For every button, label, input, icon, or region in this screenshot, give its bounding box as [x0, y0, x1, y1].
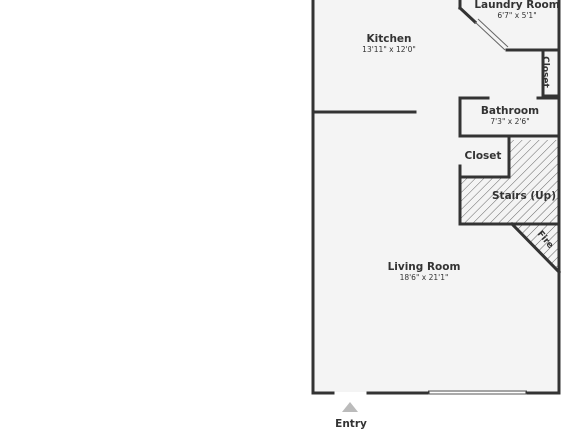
fire-wall-diagonal — [509, 221, 562, 275]
kitchen-dims: 13'11" x 12'0" — [362, 45, 416, 54]
living-room-dims: 18'6" x 21'1" — [399, 273, 449, 282]
living-room-name: Living Room — [387, 261, 461, 273]
living-room-label: Living Room 18'6" x 21'1" — [388, 261, 461, 282]
laundry-room-label: Laundry Room 6'7" x 5'1" — [474, 0, 559, 20]
laundry-room-dims: 6'7" x 5'1" — [497, 11, 537, 20]
laundry-door-line-2 — [477, 18, 509, 48]
closet-lower-name: Closet — [464, 150, 502, 162]
stairs-hatch — [460, 140, 559, 224]
entry-arrow-icon — [342, 402, 358, 412]
bathroom-name: Bathroom — [480, 105, 540, 117]
laundry-door-line — [474, 21, 506, 51]
bathroom-label: Bathroom 7'3" x 2'6" — [481, 105, 539, 126]
kitchen-name: Kitchen — [366, 33, 412, 45]
kitchen-label: Kitchen 13'11" x 12'0" — [362, 33, 416, 54]
closet-lower-label: Closet — [465, 150, 502, 162]
entry-label: Entry — [335, 418, 367, 430]
stairs-name: Stairs (Up) — [492, 190, 556, 202]
stairs-label: Stairs (Up) — [492, 190, 556, 202]
bathroom-dims: 7'3" x 2'6" — [490, 117, 530, 126]
laundry-wall-diagonal — [457, 5, 478, 25]
closet-upper-label: Closet — [539, 56, 550, 88]
laundry-room-name: Laundry Room — [474, 0, 560, 11]
